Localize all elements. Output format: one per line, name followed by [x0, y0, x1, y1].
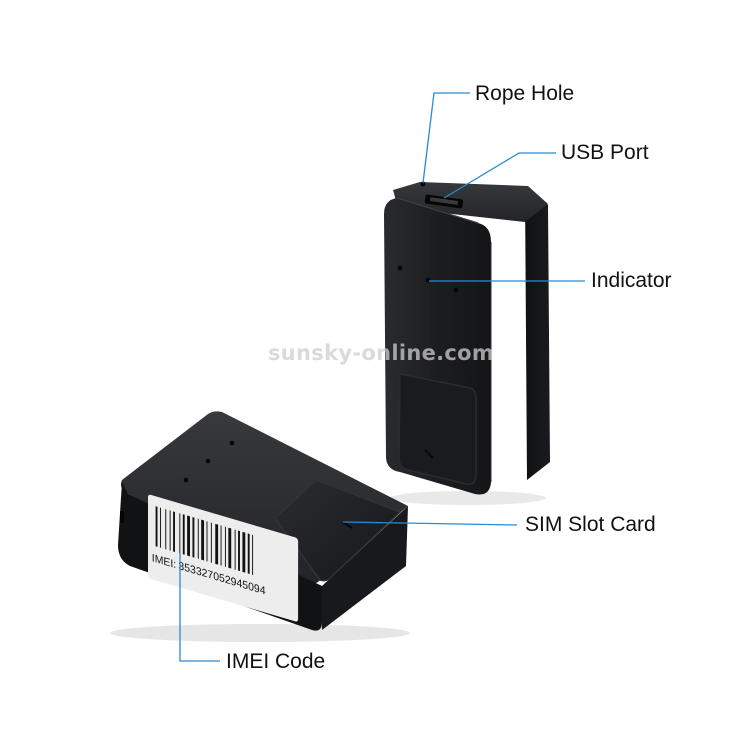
indicator-hole — [425, 277, 431, 283]
callout-sim-slot-card: SIM Slot Card — [525, 513, 656, 536]
rope-hole-leader — [422, 92, 470, 184]
barcode-bar — [187, 515, 190, 557]
barcode-bar — [159, 507, 161, 548]
barcode-bar — [247, 533, 250, 574]
callout-imei-code: IMEI Code — [226, 650, 326, 673]
barcode-bar — [224, 526, 226, 567]
barcode-bar — [182, 514, 185, 555]
sim-slot-leader — [342, 521, 518, 526]
barcode-bar — [215, 523, 219, 565]
indicator-hole — [453, 287, 459, 293]
barcode-bar — [252, 534, 254, 575]
barcode-bar — [179, 513, 181, 554]
barcode-bar — [210, 522, 212, 563]
usb-port-leader — [443, 152, 556, 199]
barcode-bar — [220, 525, 222, 566]
callout-rope-hole: Rope Hole — [475, 82, 575, 105]
callout-indicator: Indicator — [591, 269, 672, 292]
rope-hole — [420, 181, 426, 187]
barcode-bar — [165, 509, 167, 550]
sim-lid-upright — [398, 373, 477, 486]
watermark: sunsky-online.com — [268, 341, 495, 365]
lying-gps-tracker: IMEI: 353327052945094 — [110, 411, 410, 642]
barcode-bar — [173, 511, 175, 552]
barcode-bar — [242, 531, 246, 573]
usb-port-slot — [424, 194, 464, 209]
barcode-bar — [206, 521, 208, 562]
indicator-hole — [397, 265, 403, 271]
imei-code-leader — [179, 553, 220, 662]
barcode-bar — [169, 510, 171, 551]
barcode-bar — [228, 527, 232, 569]
barcode-bar — [192, 517, 195, 558]
sim-lid-lying — [274, 480, 402, 582]
barcode — [155, 506, 254, 575]
barcode-bar — [238, 530, 240, 572]
barcode-bar — [197, 518, 199, 559]
barcode-bar — [234, 529, 236, 570]
barcode-bar — [155, 506, 158, 547]
upright-gps-tracker — [384, 181, 550, 505]
barcode-bar — [201, 519, 205, 561]
callout-usb-port: USB Port — [561, 141, 649, 164]
